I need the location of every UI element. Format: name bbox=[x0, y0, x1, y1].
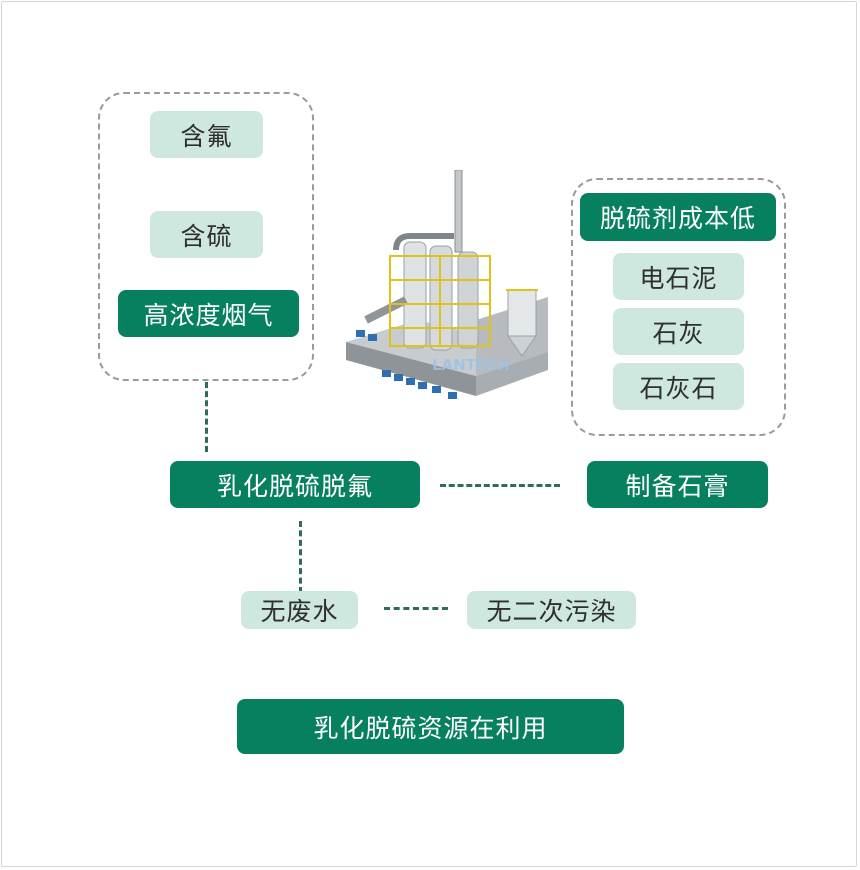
desulfurizer-group bbox=[571, 178, 786, 436]
connector-inputs-to-process bbox=[205, 382, 208, 452]
desulfurization-plant-illustration: LANTECH bbox=[346, 170, 548, 399]
desulfurizer-option: 石灰 bbox=[613, 308, 744, 355]
sulfur-label: 含硫 bbox=[150, 211, 263, 258]
no-secondary-pollution-label: 无二次污染 bbox=[467, 591, 636, 629]
high-concentration-flue-gas-label: 高浓度烟气 bbox=[118, 290, 299, 337]
emulsion-desulfurization-defluorination-label: 乳化脱硫脱氟 bbox=[170, 461, 420, 508]
connector-outcomes bbox=[384, 607, 448, 610]
desulfurizer-option: 石灰石 bbox=[613, 363, 744, 410]
desulfurizer-cost-title: 脱硫剂成本低 bbox=[580, 193, 776, 241]
connector-process-to-gypsum bbox=[440, 484, 560, 487]
connector-process-to-outcomes bbox=[299, 521, 302, 593]
footer-title: 乳化脱硫资源在利用 bbox=[237, 699, 624, 754]
flue-gas-input-group bbox=[98, 92, 314, 381]
fluorine-label: 含氟 bbox=[150, 111, 263, 158]
no-wastewater-label: 无废水 bbox=[241, 591, 358, 629]
plant-watermark: LANTECH bbox=[432, 356, 510, 374]
desulfurizer-option: 电石泥 bbox=[613, 253, 744, 300]
gypsum-preparation-label: 制备石膏 bbox=[587, 461, 768, 508]
